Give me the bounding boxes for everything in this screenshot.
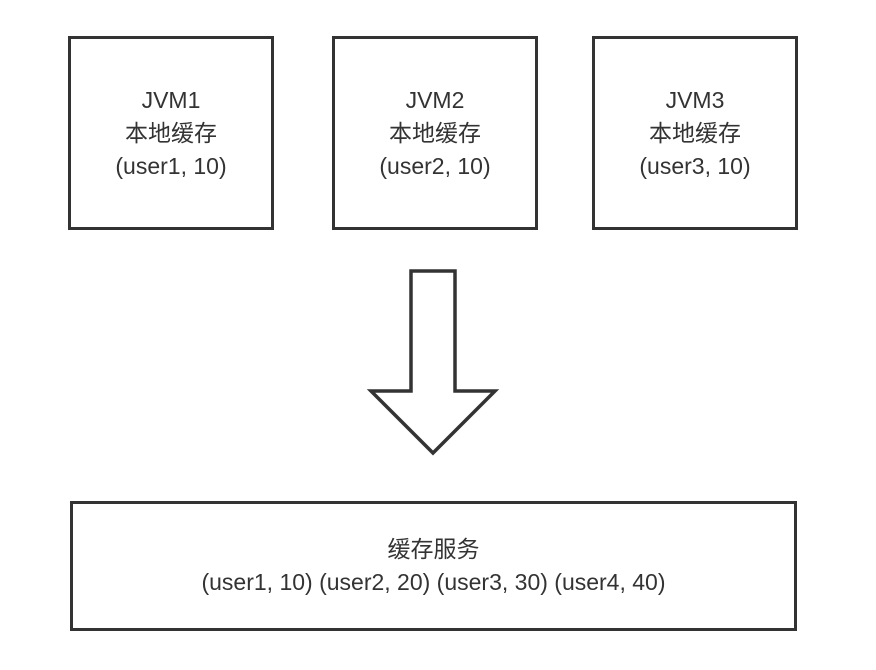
jvm1-local-cache-box: JVM1 本地缓存 (user1, 10) (68, 36, 274, 230)
down-arrow-icon (365, 265, 501, 460)
cache-service-box: 缓存服务 (user1, 10) (user2, 20) (user3, 30)… (70, 501, 797, 631)
jvm1-cache-entry: (user1, 10) (115, 152, 227, 179)
jvm3-title: JVM3 (665, 86, 725, 113)
jvm2-title: JVM2 (405, 86, 465, 113)
jvm1-title: JVM1 (141, 86, 201, 113)
jvm3-cache-entry: (user3, 10) (639, 152, 751, 179)
jvm1-subtitle: 本地缓存 (125, 119, 217, 146)
jvm2-local-cache-box: JVM2 本地缓存 (user2, 10) (332, 36, 538, 230)
jvm2-subtitle: 本地缓存 (389, 119, 481, 146)
jvm2-cache-entry: (user2, 10) (379, 152, 491, 179)
cache-service-title: 缓存服务 (387, 536, 480, 562)
jvm3-local-cache-box: JVM3 本地缓存 (user3, 10) (592, 36, 798, 230)
jvm3-subtitle: 本地缓存 (649, 119, 741, 146)
cache-service-entries: (user1, 10) (user2, 20) (user3, 30) (use… (201, 569, 666, 595)
